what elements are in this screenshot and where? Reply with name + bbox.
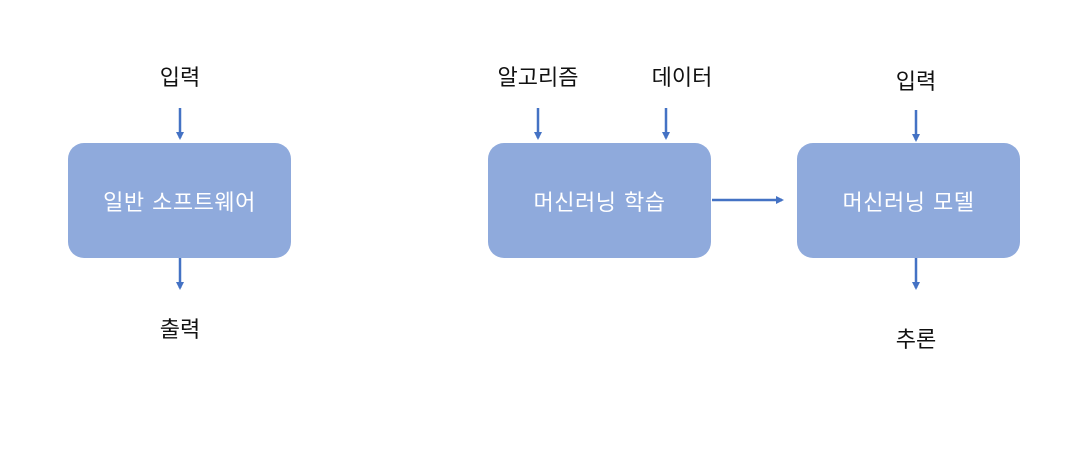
model-input-label: 입력 [895,70,937,95]
traditional-output-label: 출력 [159,318,201,343]
ml-model-box: 머신러닝 모델 [797,143,1020,258]
training-data-label: 데이터 [651,66,713,91]
traditional-input-label: 입력 [159,66,201,91]
ml-training-box: 머신러닝 학습 [488,143,711,258]
traditional-software-box: 일반 소프트웨어 [68,143,291,258]
training-algorithm-label: 알고리즘 [497,66,579,91]
model-output-label: 추론 [895,328,937,353]
